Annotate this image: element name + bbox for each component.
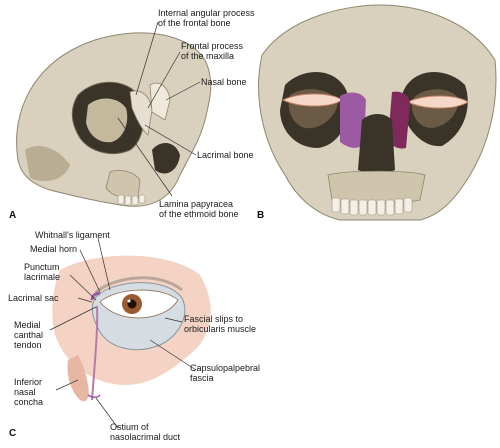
label-fascial-slips: Fascial slips to orbicularis muscle <box>184 314 257 334</box>
label-lacrimal-sac: Lacrimal sac <box>8 293 59 303</box>
label-lacrimal-bone: Lacrimal bone <box>197 150 254 160</box>
teeth-b <box>331 197 413 216</box>
label-whitnalls-ligament: Whitnall's ligament <box>35 230 110 240</box>
label-capsulopalpebral-fascia: Capsulopalpebral fascia <box>190 363 261 383</box>
label-medial-canthal-tendon: Medial canthal tendon <box>14 320 44 350</box>
skull-b <box>258 4 497 221</box>
label-punctum-lacrimale: Punctum lacrimale <box>24 262 61 282</box>
label-internal-angular-process: Internal angular process of the frontal … <box>158 8 255 28</box>
teeth-a <box>117 194 146 206</box>
skull-a <box>16 21 212 207</box>
label-inferior-nasal-concha: Inferior nasal concha <box>14 377 44 407</box>
eye-illustration-c <box>49 237 211 429</box>
panel-letter-a: A <box>9 210 17 221</box>
label-ostium-nasolacrimal-duct: Ostium of nasolacrimal duct <box>110 422 181 442</box>
panel-letter-c: C <box>9 428 17 439</box>
label-medial-horn: Medial horn <box>30 244 78 254</box>
label-nasal-bone: Nasal bone <box>201 77 247 87</box>
panel-letter-b: B <box>257 210 265 221</box>
label-lamina-papyracea: Lamina papyracea of the ethmoid bone <box>159 199 239 219</box>
label-frontal-process-maxilla: Frontal process of the maxilla <box>181 41 244 61</box>
